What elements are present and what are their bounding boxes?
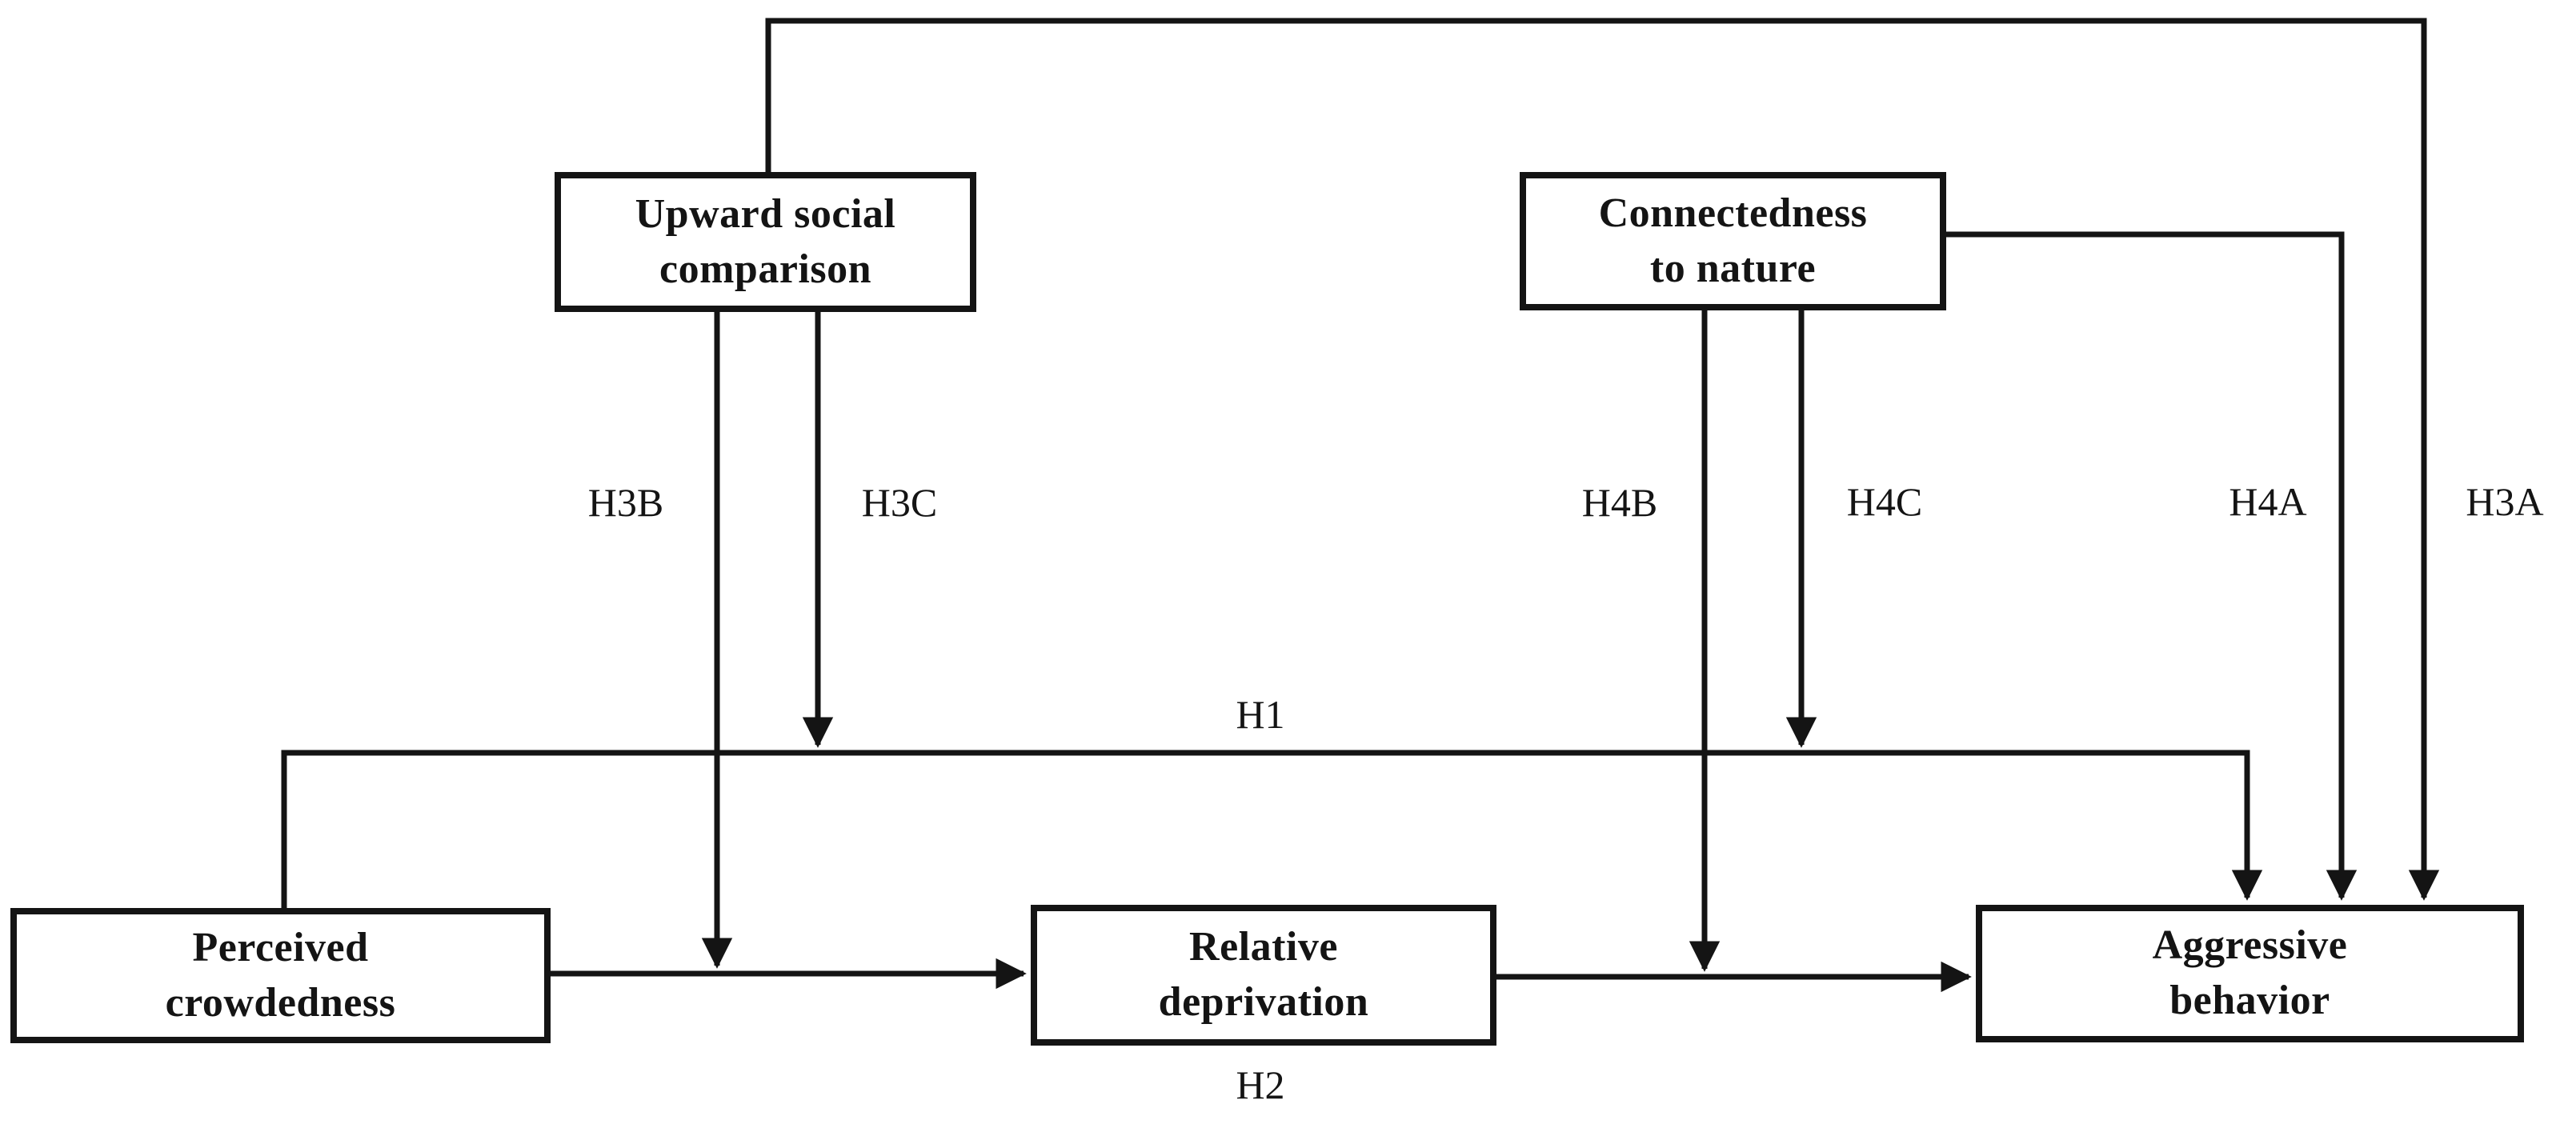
hypothesis-label-h3b: H3B (587, 480, 664, 525)
hypothesis-label-h4a: H4A (2229, 479, 2307, 524)
node-label-line: Perceived (192, 924, 369, 970)
node-relative-deprivation: Relative deprivation (1031, 905, 1496, 1046)
node-label-line: to nature (1649, 245, 1817, 291)
edge-h4a-path (1946, 231, 2358, 901)
hypothesis-label-h2: H2 (1236, 1062, 1285, 1107)
node-label-line: behavior (2169, 978, 2330, 1023)
node-label-line: Relative (1189, 924, 1338, 970)
node-aggressive-behavior: Aggressive behavior (1976, 905, 2524, 1042)
hypothesis-label-h3c: H3C (861, 480, 938, 525)
edge-h1-path (281, 750, 2263, 908)
node-label-line: Upward social (635, 190, 896, 237)
node-label-line: Connectedness (1598, 190, 1868, 236)
edge-h3a-path (765, 18, 2440, 901)
node-upward-social-comparison: Upward social comparison (555, 172, 976, 312)
hypothesis-label-h1: H1 (1236, 692, 1285, 737)
node-label-line: comparison (659, 246, 871, 292)
hypothesis-label-h4b: H4B (1581, 480, 1658, 525)
node-perceived-crowdedness: Perceived crowdedness (10, 908, 551, 1043)
node-label-line: Aggressive (2152, 922, 2348, 969)
node-connectedness-to-nature: Connectedness to nature (1520, 172, 1946, 310)
hypothesis-label-h4c: H4C (1846, 479, 1923, 524)
node-label-line: deprivation (1158, 979, 1369, 1025)
hypothesis-label-h3a: H3A (2466, 479, 2544, 524)
node-label-line: crowdedness (165, 979, 396, 1026)
